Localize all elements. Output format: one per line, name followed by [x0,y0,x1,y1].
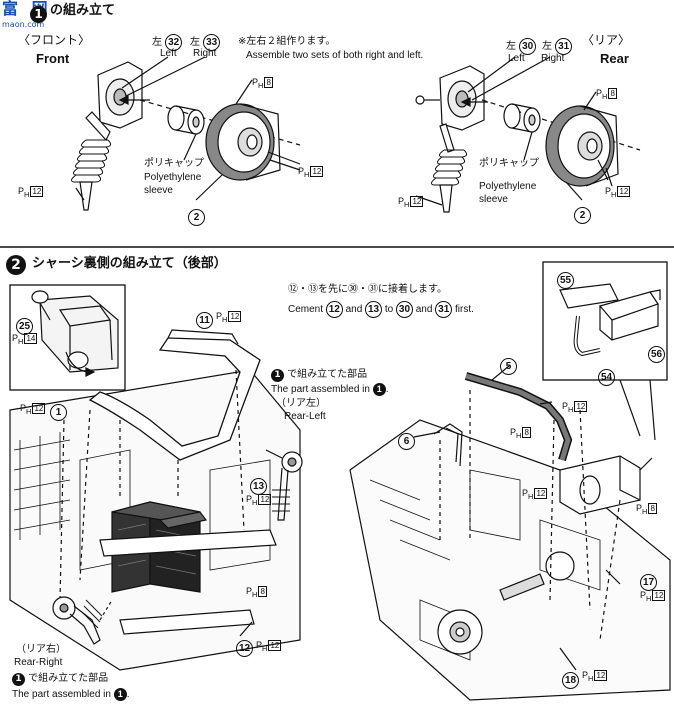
rear-left-en: Rear-Left [284,411,326,422]
note-jp: ※左右２組作ります。 [238,36,336,47]
part-55: 55 [557,268,574,289]
front-sleeve-en1: Polyethylene [144,172,202,183]
cement-en: Cement 12 and 13 to 30 and 31 first. [288,301,474,318]
step2-title: シャーシ裏側の組み立て（後部） [32,256,227,271]
step2-number: 2 [6,254,26,275]
front-sleeve-jp: ポリキャップ [144,158,204,169]
part-12: 12 [236,636,253,657]
front-right-part-ref: 左 33 [190,34,221,51]
cement-jp: ⑫・⑬を先に㉚・㉛に接着します。 [288,284,447,295]
rear-sleeve-en2: sleeve [479,194,508,205]
part-18: 18 [562,668,579,689]
rear-jp-label: 〈リア〉 [582,33,631,47]
front-right-label: Right [193,48,217,59]
rear-left-part-ref: 左 30 [506,38,537,55]
assembled-rr-en: The part assembled in 1. [12,688,130,701]
part-2-front: 2 [188,205,205,226]
step1-title: の組み立て [50,3,116,18]
rear-left-label: Left [508,53,525,64]
front-jp-label: 〈フロント〉 [18,33,91,47]
note-en: Assemble two sets of both right and left… [246,50,424,61]
front-sleeve-en2: sleeve [144,185,173,196]
assembled-rl-en: The part assembled in 1. [271,383,389,396]
part-2-rear: 2 [574,203,591,224]
rear-sleeve-en1: Polyethylene [479,181,537,192]
part-54: 54 [598,365,615,386]
rear-right-part-ref: 左 31 [542,38,573,55]
assembled-rl-jp: 1 で組み立てた部品 [271,369,367,382]
rear-left-jp: （リア左） [276,398,326,409]
front-left-part-ref: 左 32 [152,34,183,51]
part-13: 13 [250,474,267,495]
rear-en-label: Rear [600,51,629,66]
rear-right-en: Rear-Right [14,657,63,668]
step1-number: 1 [30,3,47,23]
front-left-label: Left [160,48,177,59]
rear-sleeve-jp: ポリキャップ [479,158,539,169]
part-1-left: 1 [50,400,67,421]
front-en-label: Front [36,51,70,66]
part-11: 11 [196,308,213,329]
part-25: 25 [16,314,33,335]
assembled-rr-jp: 1 で組み立てた部品 [12,673,108,686]
rear-right-label: Right [541,53,565,64]
part-56: 56 [648,342,665,363]
part-5: 5 [500,354,517,375]
part-17: 17 [640,570,657,591]
rear-right-jp: （リア右） [16,644,66,655]
part-6: 6 [398,429,415,450]
watermark-url: maon.com [2,20,45,29]
